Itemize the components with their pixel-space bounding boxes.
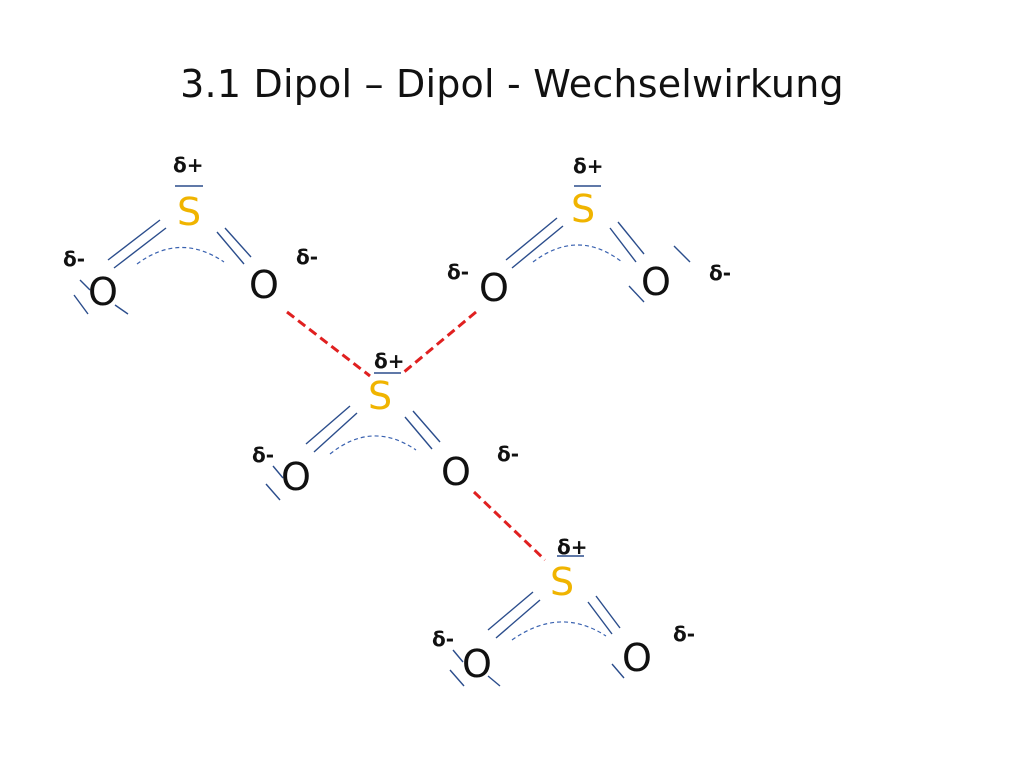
o-left-partial-charge: δ-: [432, 627, 454, 651]
molecule-2: δ+ S δ- O δ- O: [447, 154, 731, 310]
sulfur-atom: S: [550, 560, 574, 604]
s-partial-charge: δ+: [573, 154, 604, 178]
o-lone-pair-bar: [611, 663, 625, 679]
molecule-3: δ+ S δ- O δ- O: [252, 349, 519, 501]
o-lone-pair-bar: [265, 483, 281, 501]
oxygen-atom: O: [281, 455, 311, 499]
sulfur-atom: S: [368, 374, 392, 418]
bond-line: [487, 591, 534, 631]
bond-line: [511, 225, 564, 269]
bond-line: [587, 601, 613, 635]
o-right-partial-charge: δ-: [497, 442, 519, 466]
o-lone-pair-bar: [272, 465, 284, 479]
bond-line: [224, 227, 252, 258]
bond-line: [113, 227, 167, 269]
s-partial-charge: δ+: [557, 535, 588, 559]
bond-line: [216, 231, 245, 265]
o-lone-pair-bar: [628, 285, 645, 303]
oxygen-atom: O: [622, 636, 652, 680]
o-lone-pair-bar: [673, 245, 691, 263]
molecule-4: δ+ S δ- O δ- O: [432, 535, 695, 687]
o-lone-pair-bar: [73, 294, 89, 315]
o-right-partial-charge: δ-: [673, 622, 695, 646]
delocalized-bond: [511, 621, 607, 641]
oxygen-atom: O: [641, 260, 671, 304]
o-right-partial-charge: δ-: [296, 245, 318, 269]
molecule-1: δ+ S δ- O δ- O: [63, 153, 318, 315]
o-lone-pair-bar: [79, 279, 91, 291]
o-lone-pair-bar: [487, 675, 501, 687]
oxygen-atom: O: [441, 450, 471, 494]
s-partial-charge: δ+: [173, 153, 204, 177]
oxygen-atom: O: [462, 642, 492, 686]
slide-title: 3.1 Dipol – Dipol - Wechselwirkung: [180, 62, 844, 106]
o-left-partial-charge: δ-: [252, 443, 274, 467]
sulfur-atom: S: [177, 190, 201, 234]
oxygen-atom: O: [249, 263, 279, 307]
bond-line: [595, 595, 621, 629]
interactions: [286, 310, 547, 562]
delocalized-bond: [329, 435, 417, 455]
bond-line: [107, 219, 161, 261]
bond-line: [505, 217, 558, 261]
delocalized-bond: [532, 244, 623, 263]
sulfur-atom: S: [571, 187, 595, 231]
bond-line: [404, 416, 433, 450]
s-partial-charge: δ+: [374, 349, 405, 373]
o-left-partial-charge: δ-: [447, 260, 469, 284]
o-right-partial-charge: δ-: [709, 261, 731, 285]
delocalized-bond: [136, 246, 225, 265]
oxygen-atom: O: [88, 270, 118, 314]
o-lone-pair-bar: [452, 649, 464, 663]
bond-line: [313, 412, 358, 453]
bond-line: [609, 227, 637, 263]
bond-line: [495, 599, 541, 639]
o-lone-pair-bar: [449, 669, 465, 687]
o-left-partial-charge: δ-: [63, 247, 85, 271]
interaction-line: [286, 310, 371, 378]
interaction-line: [403, 310, 477, 374]
interaction-line: [472, 490, 547, 562]
o-lone-pair-bar: [114, 304, 129, 315]
bond-line: [617, 221, 645, 255]
bond-line: [412, 410, 441, 443]
bond-line: [305, 405, 351, 445]
oxygen-atom: O: [479, 266, 509, 310]
